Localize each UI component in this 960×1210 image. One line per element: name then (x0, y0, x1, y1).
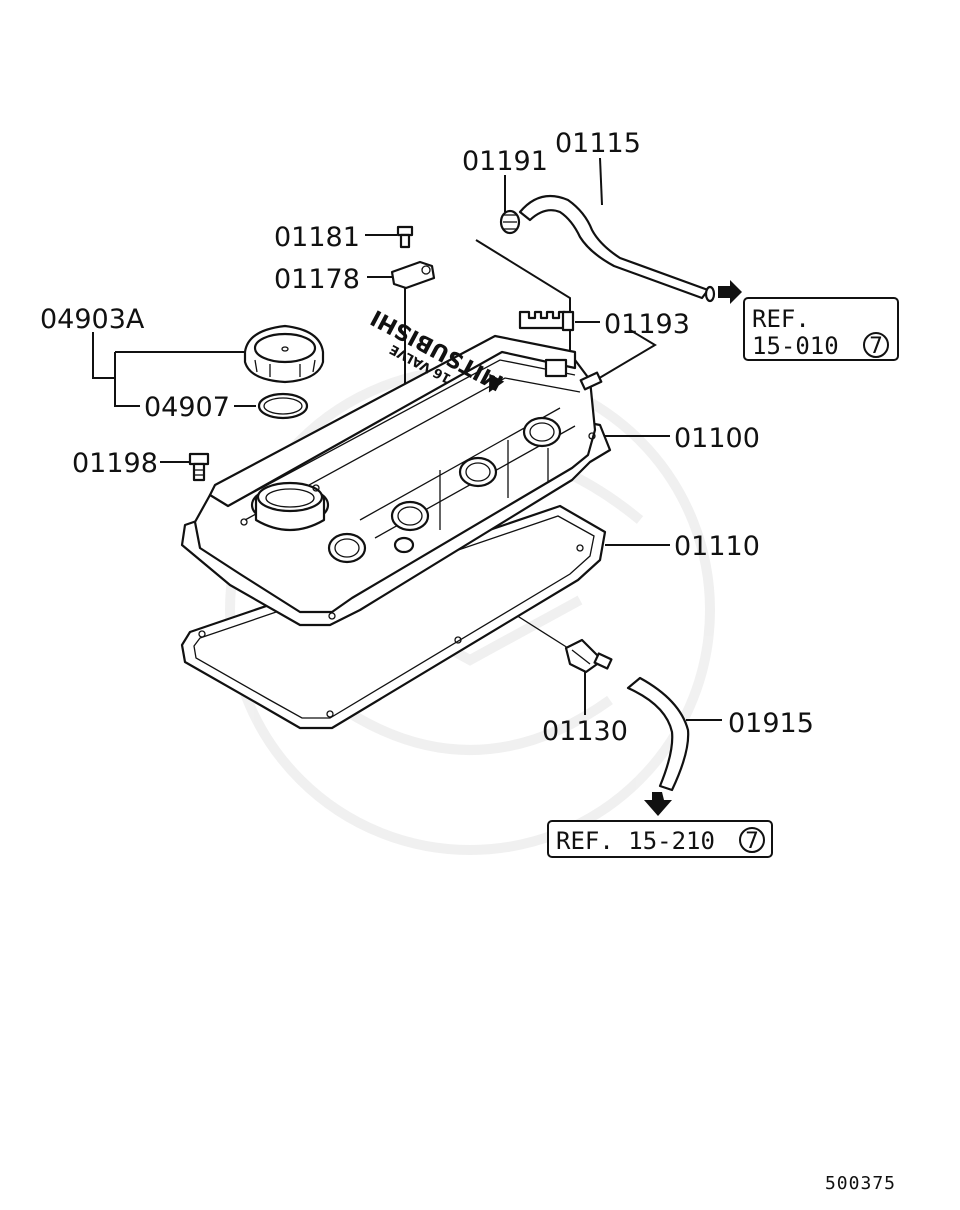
label-01915: 01915 (728, 708, 814, 739)
label-01115: 01115 (555, 128, 641, 159)
ref1-circle-number: 7 (869, 334, 883, 359)
arrow-down-icon (644, 792, 672, 816)
rocker-cover-01100 (180, 334, 612, 627)
label-01193: 01193 (604, 309, 690, 340)
ref2-circle-number: 7 (745, 829, 759, 854)
label-04907: 04907 (144, 392, 230, 423)
label-04903a: 04903A (40, 304, 145, 335)
part-labels: 01115 01191 01181 01178 04903A 01193 049… (40, 128, 814, 747)
label-01198: 01198 (72, 448, 158, 479)
gasket-01110 (180, 504, 607, 730)
clamp-01191 (499, 209, 521, 235)
ref-box-15-210[interactable]: REF. 15-210 7 (547, 820, 773, 858)
ref2-line1: REF. 15-210 (556, 827, 715, 855)
label-01100: 01100 (674, 423, 760, 454)
pcv-valve-01130 (564, 638, 613, 674)
label-01191: 01191 (462, 146, 548, 177)
hose-01915 (626, 676, 690, 792)
oil-filler-cap-04903a (243, 324, 325, 384)
bolt-01198 (188, 452, 210, 482)
diagram-code: 500375 (825, 1173, 896, 1194)
ref2-circle-icon (739, 827, 765, 853)
label-01130: 01130 (542, 716, 628, 747)
ref1-circle-icon (863, 332, 889, 358)
ref1-line2: 15-010 (752, 332, 839, 360)
clip-01178 (390, 260, 436, 290)
ref-box-15-010[interactable]: REF. 15-010 7 (743, 297, 899, 361)
bolt-01181 (396, 225, 414, 249)
o-ring-inner (263, 397, 303, 415)
label-01181: 01181 (274, 222, 360, 253)
hose-01115 (518, 194, 716, 303)
baffle-01193 (518, 310, 575, 332)
arrow-right-icon (718, 280, 742, 304)
label-01110: 01110 (674, 531, 760, 562)
ref1-line1: REF. (752, 305, 810, 333)
label-01178: 01178 (274, 264, 360, 295)
